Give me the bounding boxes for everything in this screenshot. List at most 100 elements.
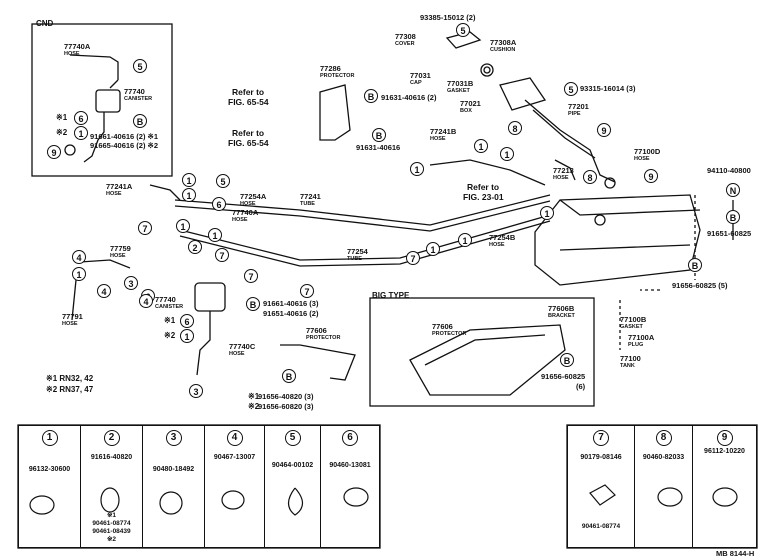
callout-1-f: 1 <box>182 188 196 202</box>
hose-740c-number: 77740C <box>229 342 256 351</box>
pipe-name: PIPE <box>568 111 581 117</box>
callout-6-mid: 6 <box>212 197 226 211</box>
callout-4-c: 4 <box>139 294 153 308</box>
tank-name: TANK <box>620 363 635 369</box>
box-number: 77021 <box>460 99 481 108</box>
refer-1-line2: FIG. 65-54 <box>228 97 269 107</box>
cnd-mark-1: ※1 <box>56 113 68 122</box>
legend-num: 3 <box>165 430 182 446</box>
callout-1: 1 <box>74 126 88 140</box>
callout-5-mid: 5 <box>216 174 230 188</box>
legend-part: 90464-00102 <box>271 462 314 469</box>
hose-740c-name: HOSE <box>229 351 245 357</box>
callout-b-low2: B <box>282 369 296 383</box>
callout-b-tank: B <box>726 210 740 224</box>
protector-bolt-1: 91631-40616 (2) <box>381 93 437 102</box>
hose-241b-name: HOSE <box>430 136 446 142</box>
pipe-number: 77201 <box>568 102 589 111</box>
big-bolt-qty: (6) <box>576 382 586 391</box>
callout-7-d: 7 <box>406 251 420 265</box>
big-bracket-name: BRACKET <box>548 313 575 319</box>
callout-1-h: 1 <box>176 219 190 233</box>
callout-1-e: 1 <box>182 173 196 187</box>
protector-bolt-2: 91631-40616 <box>356 143 401 152</box>
callout-8-b: 8 <box>583 170 597 184</box>
hose-241b-number: 77241B <box>430 127 457 136</box>
model-note-2: ※2 RN37, 47 <box>46 385 94 394</box>
cnd-frame <box>31 23 173 177</box>
hose-241a-name: HOSE <box>106 191 122 197</box>
callout-1-i: 1 <box>426 242 440 256</box>
lower-mark-1: ※1 <box>164 316 176 325</box>
lower-bolt-2: 91656-60820 (3) <box>258 402 314 411</box>
hose-759-name: HOSE <box>110 253 126 259</box>
callout-7-b: 7 <box>215 248 229 262</box>
legend-num: 5 <box>284 430 301 446</box>
callout-9-b: 9 <box>644 169 658 183</box>
legend-cell-6: 6 90460-13081 <box>321 426 379 547</box>
hose-254a-name: HOSE <box>240 201 256 207</box>
callout-1-b: 1 <box>410 162 424 176</box>
lower-canister <box>194 282 226 312</box>
part-93385: 93385-15012 (2) <box>420 13 476 22</box>
legend-part: 90179-08146 <box>580 454 622 461</box>
hose-254b-number: 77254B <box>489 233 516 242</box>
callout-9: 9 <box>47 145 61 159</box>
model-note-1: ※1 RN32, 42 <box>46 374 94 383</box>
cap-number: 77031 <box>410 71 431 80</box>
refer-2-line2: FIG. 65-54 <box>228 138 269 148</box>
callout-5-right: 5 <box>564 82 578 96</box>
legend-cell-8: 8 90460-82033 <box>635 426 693 547</box>
cnd-mark-2: ※2 <box>56 128 68 137</box>
protector-606-name: PROTECTOR <box>306 335 341 341</box>
refer-2-line1: Refer to <box>232 128 265 138</box>
hose-759-number: 77759 <box>110 244 131 253</box>
footer-code: MB 8144-H <box>716 549 755 558</box>
callout-5: 5 <box>133 59 147 73</box>
callout-7-e: 7 <box>300 284 314 298</box>
cnd-title: CND <box>36 19 54 28</box>
callout-b-prot: B <box>364 89 378 103</box>
legend-left: 1 96132-30600 2 91616-40820 ※1 90461-087… <box>18 425 380 548</box>
hose-740a-number: 77740A <box>232 208 259 217</box>
legend-part: 96132-30600 <box>28 466 71 473</box>
callout-b-prot2: B <box>372 128 386 142</box>
legend-num: 1 <box>41 430 58 446</box>
callout-1-k: 1 <box>72 267 86 281</box>
lower-part-1: 91661-40616 (3) <box>263 299 319 308</box>
callout-2-a: 2 <box>188 240 202 254</box>
gasket-top-name: GASKET <box>447 88 470 94</box>
callout-1-d: 1 <box>540 206 554 220</box>
protector-286-name: PROTECTOR <box>320 73 355 79</box>
big-protector-number: 77606 <box>432 322 453 331</box>
cap-name: CAP <box>410 80 422 86</box>
callout-n: N <box>726 183 740 197</box>
big-type-title: BIG TYPE <box>372 291 410 300</box>
refer-1-line1: Refer to <box>232 87 265 97</box>
legend-cell-1: 1 96132-30600 <box>19 426 81 547</box>
cnd-canister-name: CANISTER <box>124 96 153 102</box>
legend-sub: ※1 90461-08774 90461-08439 ※2 <box>92 512 131 543</box>
legend-right: 7 90179-08146 90461-08774 8 90460-82033 … <box>567 425 757 548</box>
refer-3-line2: FIG. 23-01 <box>463 192 504 202</box>
tank-part-low: 91656-60825 (5) <box>672 281 728 290</box>
legend-cell-2: 2 91616-40820 ※1 90461-08774 90461-08439… <box>81 426 143 547</box>
callout-b-big: B <box>560 353 574 367</box>
callout-1-g: 1 <box>208 228 222 242</box>
legend-part: 96112-10220 <box>704 448 745 455</box>
legend-num: 2 <box>103 430 120 446</box>
callout-b-tank2: B <box>688 258 702 272</box>
refer-3-line1: Refer to <box>467 182 500 192</box>
hose-241a-number: 77241A <box>106 182 133 191</box>
lower-canister-number: 77740 <box>155 295 176 304</box>
hose-254a-number: 77254A <box>240 192 267 201</box>
box-name: BOX <box>460 108 472 114</box>
lower-bolt-1: 91656-40820 (3) <box>258 392 314 401</box>
cnd-hose-name: HOSE <box>64 51 80 57</box>
lower-mark-2: ※2 <box>164 331 176 340</box>
protector-606-number: 77606 <box>306 326 327 335</box>
legend-cell-4: 4 90467-13007 <box>205 426 265 547</box>
legend-num: 9 <box>716 430 733 446</box>
legend-num: 7 <box>593 430 609 446</box>
